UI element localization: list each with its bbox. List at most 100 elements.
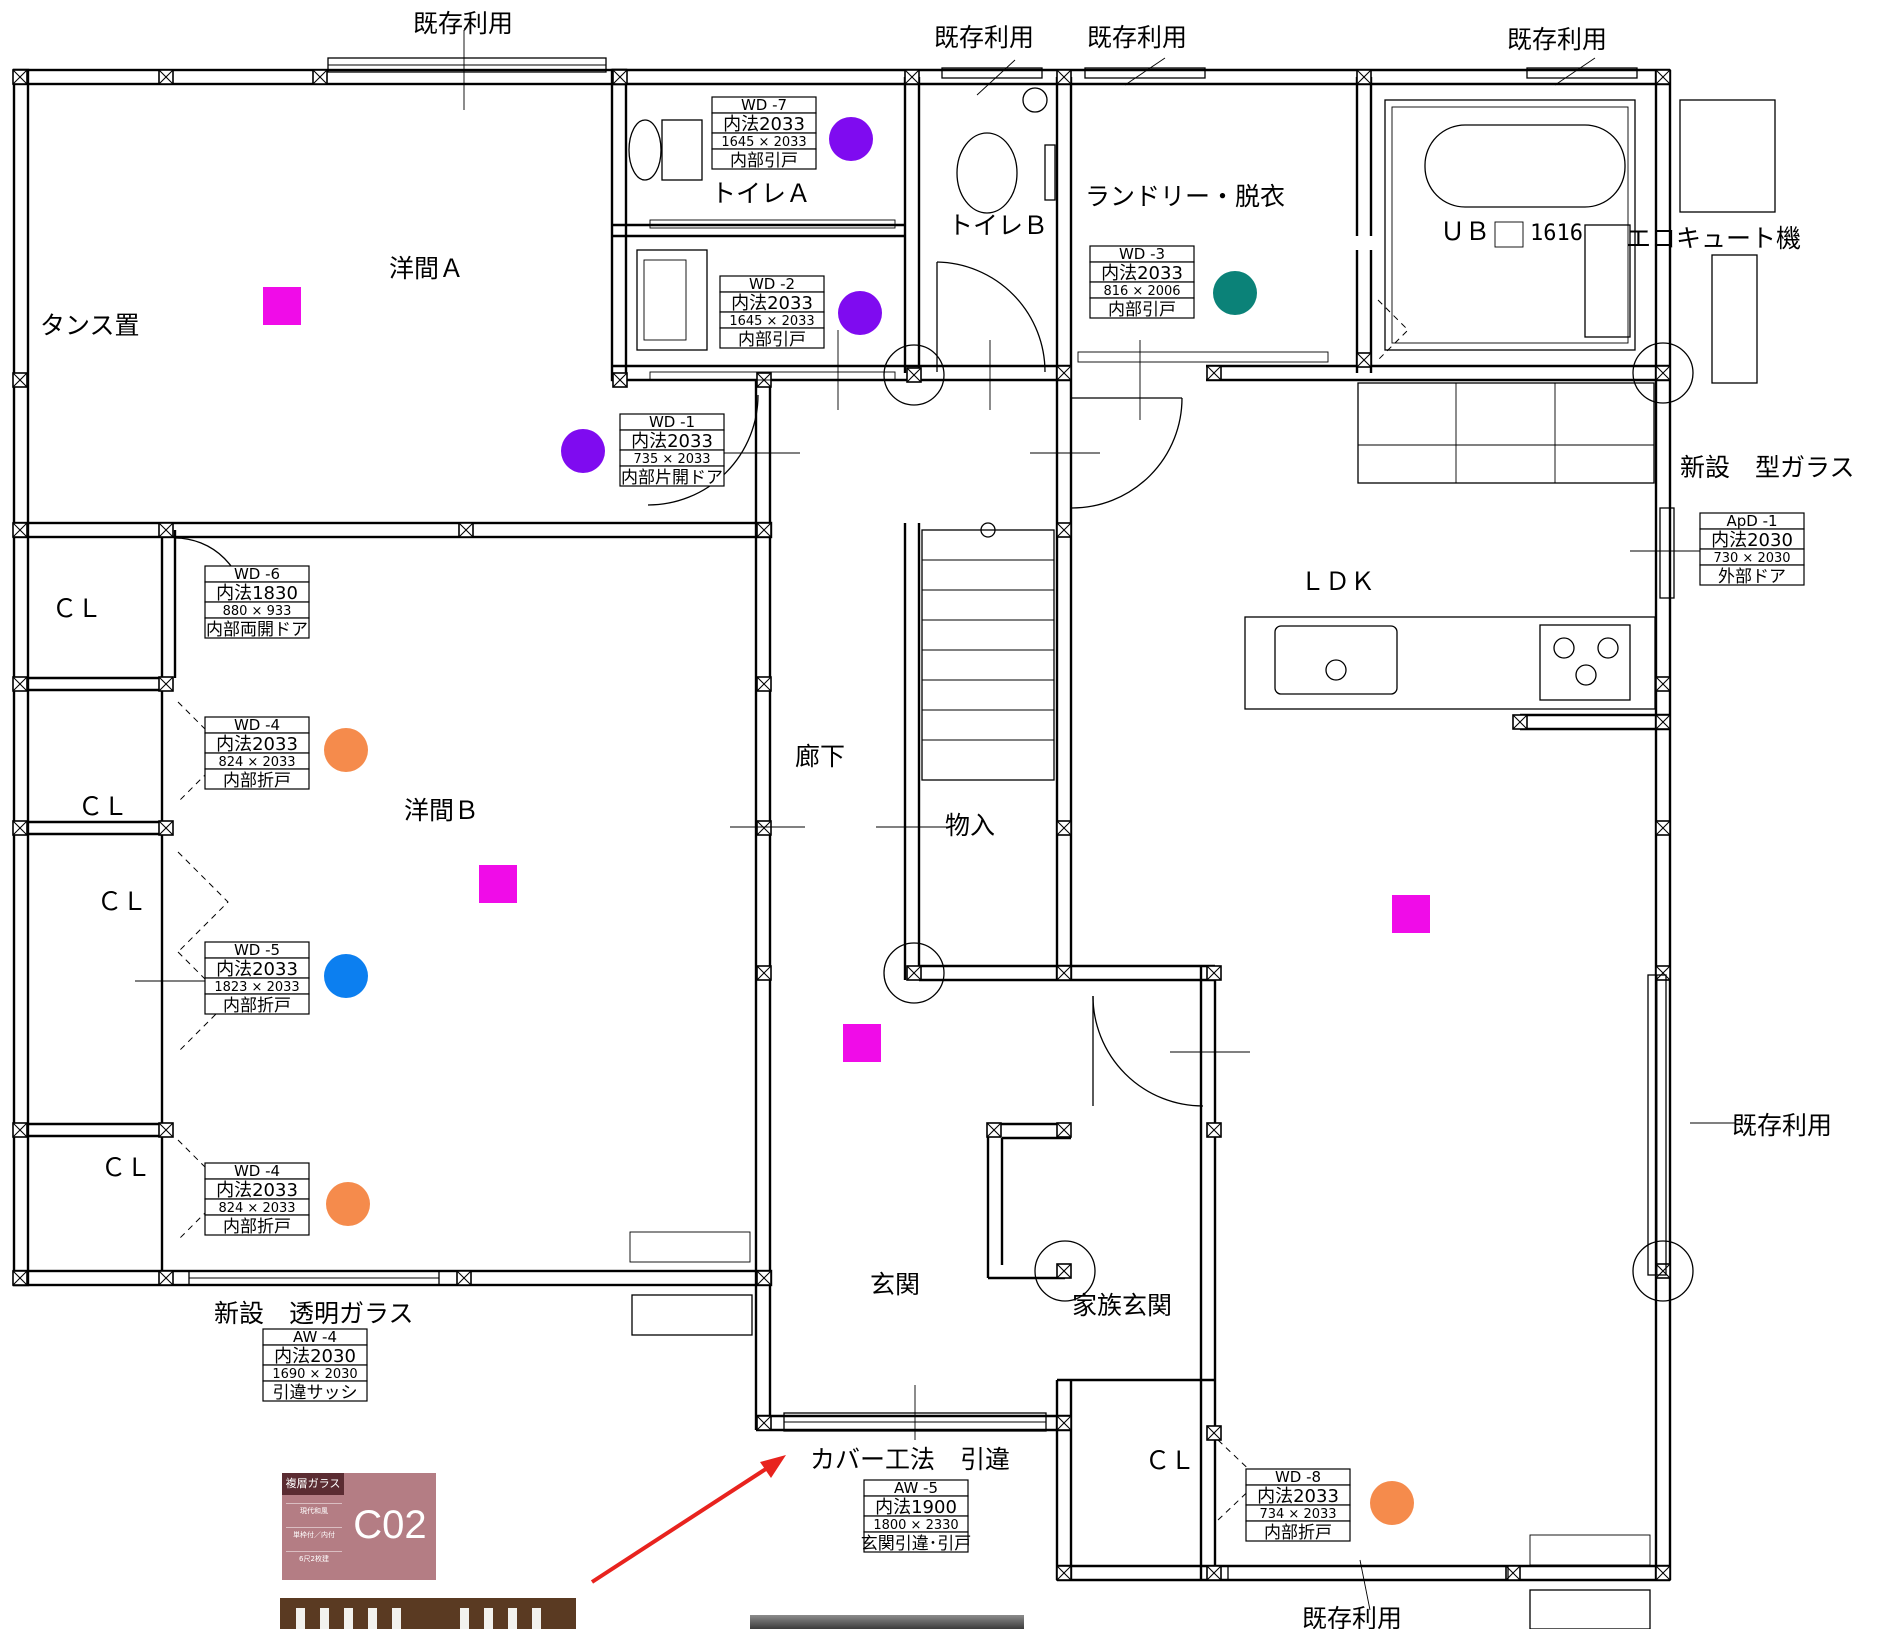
- columns: [12, 69, 1671, 1581]
- markers: [263, 117, 1430, 1525]
- tag-apd1-type: 外部ドア: [1718, 567, 1786, 587]
- column-marker: [1505, 1565, 1521, 1581]
- marker-teal-wd3: [1213, 271, 1257, 315]
- column-marker: [1655, 820, 1671, 836]
- label-family-entrance: 家族玄関: [1072, 1291, 1172, 1320]
- column-marker: [158, 69, 174, 85]
- column-marker: [1056, 69, 1072, 85]
- tag-wd2-dim: 内法2033: [731, 293, 813, 314]
- tag-wd4b-size: 824 × 2033: [218, 1201, 295, 1216]
- tag-wd6-size: 880 × 933: [223, 604, 292, 619]
- column-marker: [12, 820, 28, 836]
- label-room-b: 洋間Ｂ: [404, 796, 479, 825]
- tag-apd1-size: 730 × 2030: [1713, 551, 1790, 566]
- swatch-line-2: 単枠付／内付: [286, 1527, 342, 1540]
- column-marker: [1056, 1565, 1072, 1581]
- column-marker: [12, 372, 28, 388]
- tag-aw4-code: AW -4: [293, 1328, 337, 1346]
- tag-wd5-type: 内部折戸: [223, 996, 291, 1016]
- column-marker: [1356, 69, 1372, 85]
- label-storage: 物入: [945, 811, 995, 840]
- column-marker: [158, 1122, 174, 1138]
- column-marker: [1206, 1425, 1222, 1441]
- label-ecocute: エコキュート機: [1626, 224, 1801, 253]
- column-marker: [158, 820, 174, 836]
- label-cl-1: ＣＬ: [52, 594, 102, 623]
- label-existing-ub: 既存利用: [1507, 25, 1607, 54]
- marker-orange-wd8: [1370, 1481, 1414, 1525]
- column-marker: [158, 676, 174, 692]
- column-marker: [312, 69, 328, 85]
- tag-wd2-size: 1645 × 2033: [729, 314, 814, 329]
- label-cl-4: ＣＬ: [101, 1153, 151, 1182]
- tag-wd4a-code: WD -4: [234, 716, 280, 734]
- column-marker: [1206, 965, 1222, 981]
- tag-wd3-dim: 内法2033: [1101, 263, 1183, 284]
- label-existing-bottom: 既存利用: [1302, 1604, 1402, 1629]
- tag-wd5-code: WD -5: [234, 941, 280, 959]
- column-marker: [1056, 965, 1072, 981]
- marker-orange-wd4a: [324, 728, 368, 772]
- column-marker: [986, 1122, 1002, 1138]
- column-marker: [1655, 365, 1671, 381]
- label-cl-2: ＣＬ: [78, 792, 128, 821]
- column-marker: [1655, 69, 1671, 85]
- column-marker: [904, 69, 920, 85]
- label-cl-5: ＣＬ: [1145, 1446, 1195, 1475]
- tag-aw5-code: AW -5: [894, 1479, 938, 1497]
- label-cover-method: カバー工法 引違: [810, 1445, 1010, 1474]
- label-tansu: タンス置: [40, 311, 140, 340]
- tag-wd6-type: 内部両開ドア: [206, 620, 308, 640]
- label-existing-laundry: 既存利用: [1087, 23, 1187, 52]
- fixtures: [628, 87, 1776, 1629]
- marker-magenta-room-b: [479, 865, 517, 903]
- label-room-a: 洋間Ａ: [389, 254, 464, 283]
- tag-wd8-type: 内部折戸: [1264, 1523, 1332, 1543]
- tag-aw5-dim: 内法1900: [875, 1497, 957, 1518]
- tag-wd2-code: WD -2: [749, 275, 795, 293]
- column-marker: [12, 522, 28, 538]
- marker-orange-wd4b: [326, 1182, 370, 1226]
- column-marker: [1655, 714, 1671, 730]
- column-marker: [1056, 820, 1072, 836]
- column-marker: [158, 1270, 174, 1286]
- label-ub: ＵＢ: [1440, 217, 1490, 246]
- label-toilet-a: トイレＡ: [711, 179, 811, 208]
- label-ldk: ＬＤＫ: [1300, 567, 1375, 596]
- tag-wd4b-dim: 内法2033: [216, 1180, 298, 1201]
- tag-wd3-type: 内部引戸: [1108, 300, 1176, 320]
- column-marker: [12, 1270, 28, 1286]
- label-existing-top-left: 既存利用: [413, 9, 513, 38]
- column-marker: [906, 965, 922, 981]
- tag-wd4a-type: 内部折戸: [223, 771, 291, 791]
- tag-wd3-code: WD -3: [1119, 245, 1165, 263]
- column-marker: [756, 965, 772, 981]
- tag-wd7-code: WD -7: [741, 96, 787, 114]
- tag-wd8-size: 734 × 2033: [1259, 1507, 1336, 1522]
- label-new-clear-glass: 新設 透明ガラス: [214, 1299, 414, 1328]
- column-marker: [1206, 1565, 1222, 1581]
- column-marker: [1655, 1565, 1671, 1581]
- tag-wd8-code: WD -8: [1275, 1468, 1321, 1486]
- tag-wd3-size: 816 × 2006: [1103, 284, 1180, 299]
- tag-wd8-dim: 内法2033: [1257, 1486, 1339, 1507]
- tag-wd2-type: 内部引戸: [738, 330, 806, 350]
- tag-wd1-size: 735 × 2033: [633, 452, 710, 467]
- tag-wd1-type: 内部片開ドア: [621, 468, 723, 488]
- column-marker: [1655, 676, 1671, 692]
- column-marker: [1056, 365, 1072, 381]
- tag-aw4-dim: 内法2030: [274, 1346, 356, 1367]
- column-marker: [756, 820, 772, 836]
- label-laundry: ランドリー・脱衣: [1085, 182, 1285, 211]
- door-photo: [280, 1598, 576, 1629]
